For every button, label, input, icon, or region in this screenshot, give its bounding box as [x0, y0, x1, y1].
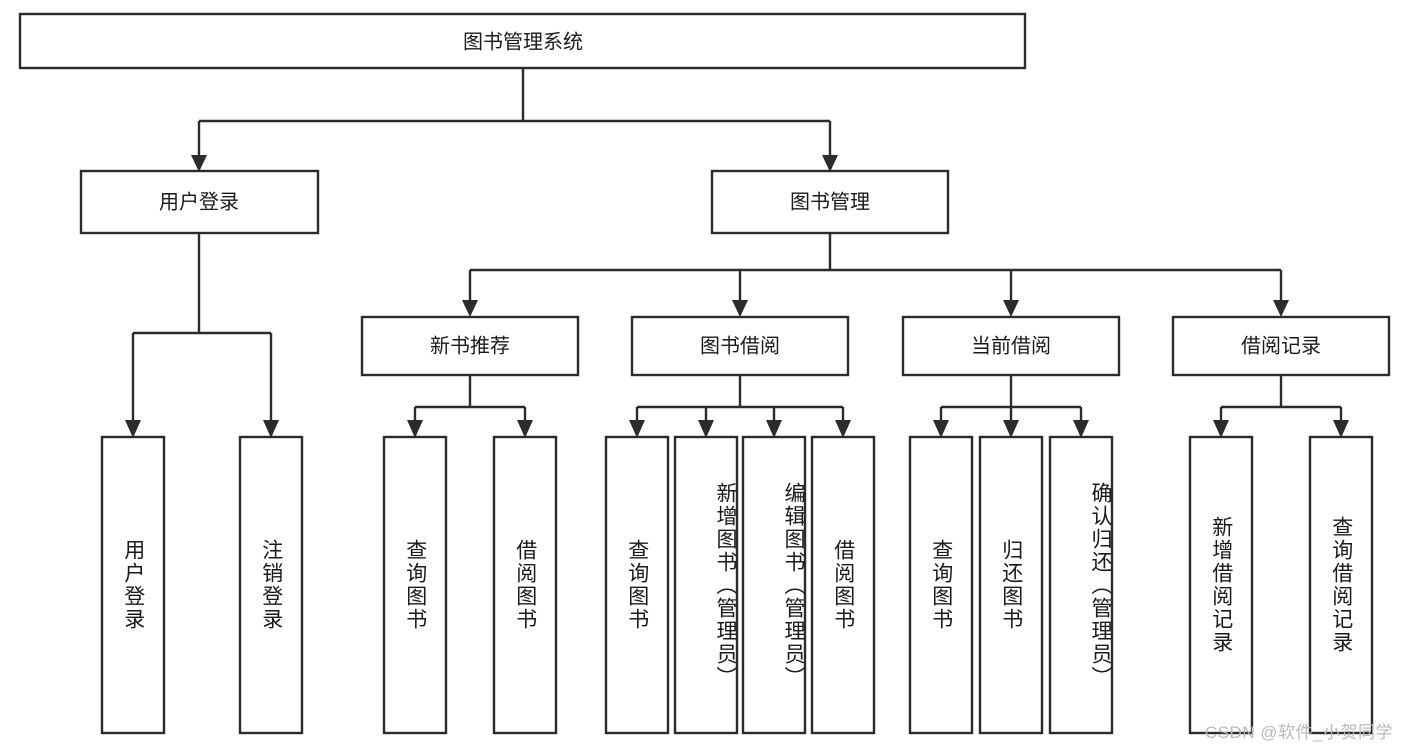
csdn-watermark: CSDN @软件_小贺同学	[1204, 723, 1393, 742]
node-new-book-rec-box[interactable]	[360, 315, 580, 377]
leaf-box-query-book-3[interactable]	[908, 435, 974, 735]
leaf-box-add-record[interactable]	[1188, 435, 1254, 735]
node-book-borrow-box[interactable]	[630, 315, 850, 377]
arrow-head-leaf-query-record	[1333, 420, 1349, 438]
node-current-borrow-label: 当前借阅	[971, 334, 1051, 357]
arrow-head-leaf-query-book-3	[933, 420, 949, 438]
arrow-head-leaf-borrow-book-2	[835, 420, 851, 438]
arrow-head-leaf-query-book-1	[407, 420, 423, 438]
arrow-head-leaf-borrow-book-1	[517, 420, 533, 438]
arrow-head-leaf-user-login	[125, 420, 141, 438]
arrow-head-current-borrow	[1003, 300, 1019, 317]
connector-group-new-book-rec	[407, 375, 533, 438]
arrow-head-leaf-query-book-2	[629, 420, 645, 438]
leaf-box-add-book[interactable]	[673, 435, 739, 735]
arrow-head-leaf-return-book	[1003, 420, 1019, 438]
arrow-head-borrow-record	[1273, 300, 1289, 317]
arrow-head-leaf-logout-login	[263, 420, 279, 438]
connector-group-root	[191, 68, 838, 172]
connector-group-borrow-record	[1213, 375, 1349, 438]
node-book-manage-box[interactable]	[710, 169, 950, 235]
leaf-box-return-book[interactable]	[978, 435, 1044, 735]
leaf-node-group	[100, 435, 1374, 735]
node-user-login-label: 用户登录	[159, 190, 239, 213]
node-root-label: 图书管理系统	[463, 30, 583, 53]
node-root[interactable]: 图书管理系统	[18, 12, 1027, 70]
arrow-head-leaf-add-book	[698, 420, 714, 438]
leaf-box-query-book-1[interactable]	[382, 435, 448, 735]
node-borrow-record[interactable]: 借阅记录	[1171, 315, 1391, 377]
node-book-manage[interactable]: 图书管理	[710, 169, 950, 235]
leaf-box-query-record[interactable]	[1308, 435, 1374, 735]
node-borrow-record-label: 借阅记录	[1241, 334, 1321, 357]
arrow-head-leaf-confirm-return	[1073, 420, 1089, 438]
node-book-borrow[interactable]: 图书借阅	[630, 315, 850, 377]
leaf-box-user-login[interactable]	[100, 435, 166, 735]
leaf-box-query-book-2[interactable]	[604, 435, 670, 735]
arrow-head-book-borrow	[732, 300, 748, 317]
leaf-box-edit-book[interactable]	[741, 435, 807, 735]
node-user-login-box[interactable]	[79, 169, 320, 235]
arrow-head-leaf-add-record	[1213, 420, 1229, 438]
arrow-head-leaf-edit-book	[766, 420, 782, 438]
node-borrow-record-box[interactable]	[1171, 315, 1391, 377]
node-new-book-rec[interactable]: 新书推荐	[360, 315, 580, 377]
node-root-box[interactable]	[18, 12, 1027, 70]
connector-group-current-borrow	[933, 375, 1089, 438]
leaf-box-borrow-book-1[interactable]	[492, 435, 558, 735]
leaf-box-logout-login[interactable]	[238, 435, 304, 735]
node-current-borrow-box[interactable]	[901, 315, 1121, 377]
arrow-head-book-manage	[822, 155, 838, 172]
arrow-head-user-login	[191, 155, 207, 172]
node-new-book-rec-label: 新书推荐	[430, 334, 510, 357]
connector-group-user-login	[125, 233, 279, 438]
node-book-manage-label: 图书管理	[790, 190, 870, 213]
leaf-box-confirm-return[interactable]	[1048, 435, 1114, 735]
node-user-login[interactable]: 用户登录	[79, 169, 320, 235]
connector-group-book-manage	[462, 233, 1289, 317]
leaf-box-borrow-book-2[interactable]	[810, 435, 876, 735]
arrow-head-new-book-rec	[462, 300, 478, 317]
node-book-borrow-label: 图书借阅	[700, 334, 780, 357]
connector-group-book-borrow	[629, 375, 851, 438]
node-current-borrow[interactable]: 当前借阅	[901, 315, 1121, 377]
